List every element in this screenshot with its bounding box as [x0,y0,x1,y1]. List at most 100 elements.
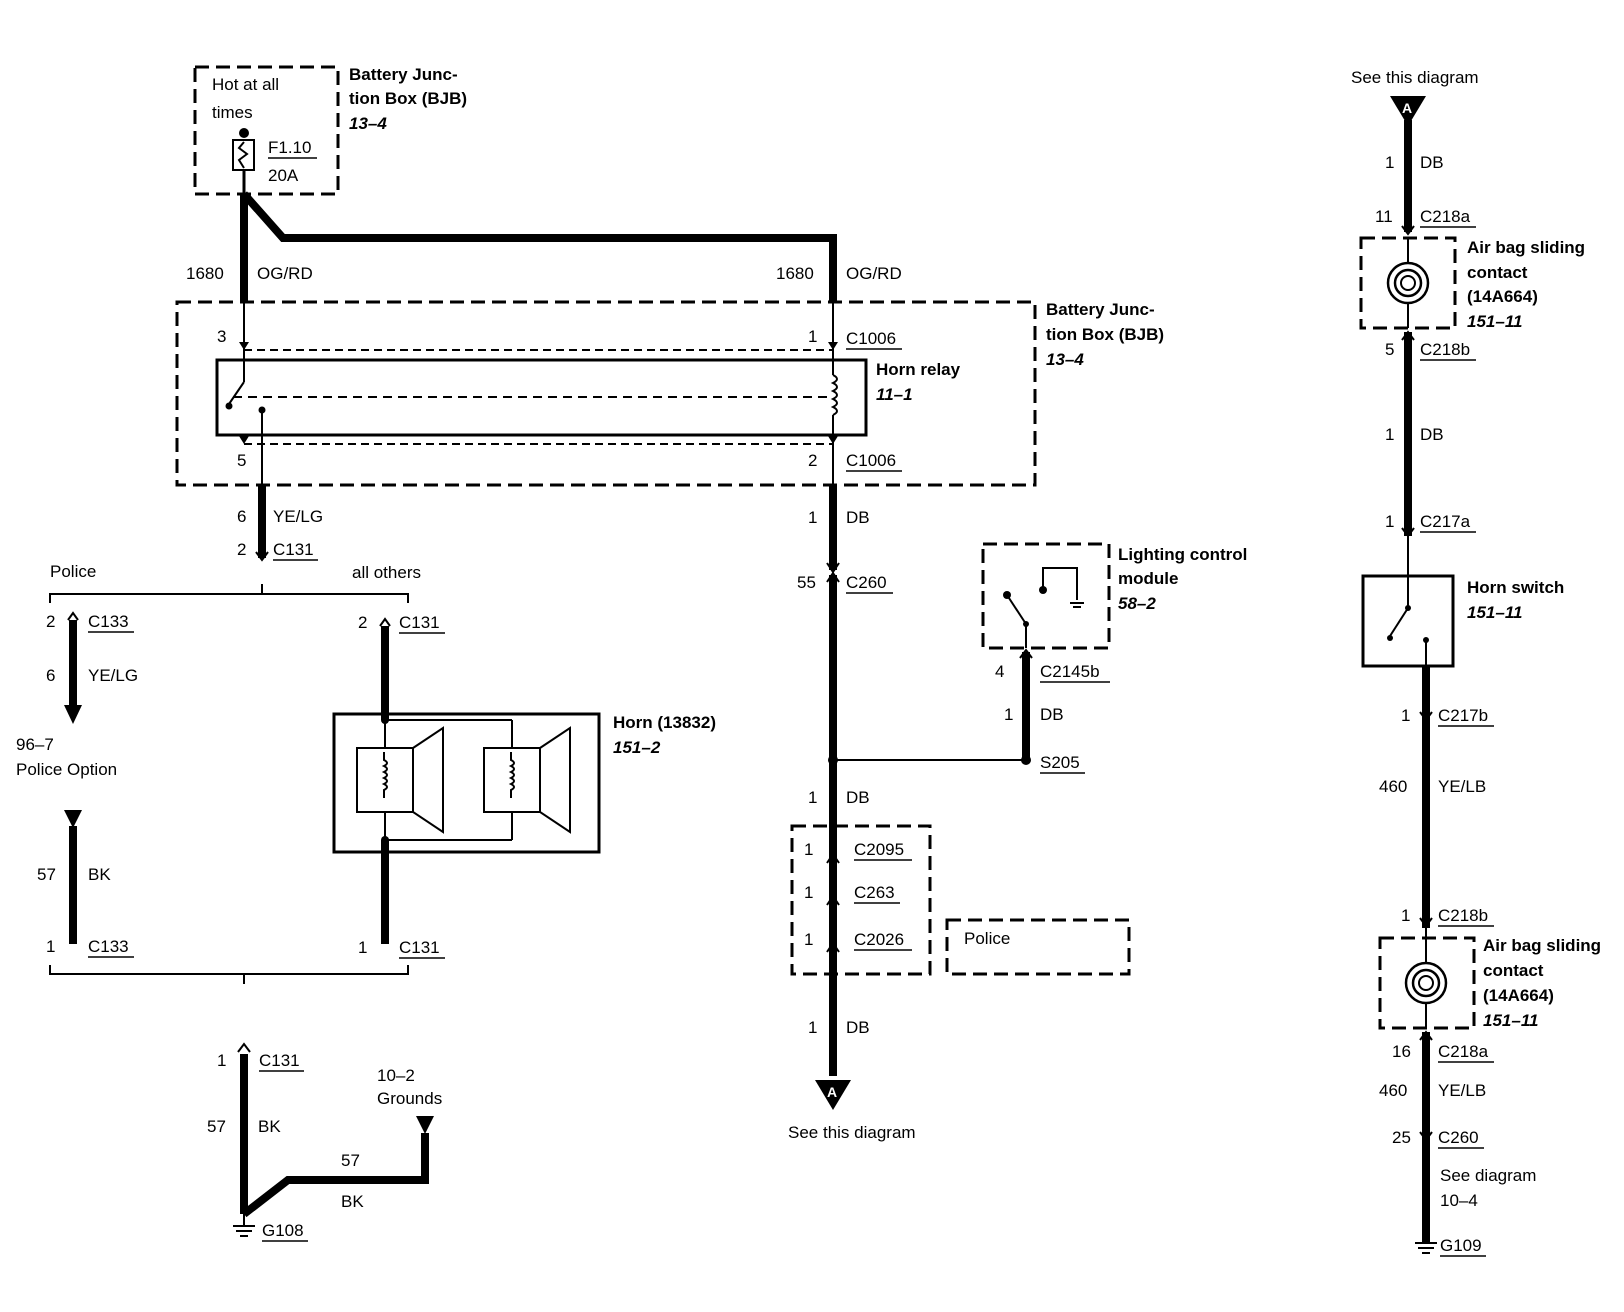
airbag-top-ref: 151–11 [1467,312,1522,331]
connector-c1006-top: C1006 [846,329,896,348]
airbag-top-title-1: Air bag sliding [1467,238,1585,257]
connector-c2145b: C2145b [1040,662,1100,681]
pin-1-c2095: 1 [804,840,813,859]
connector-c217a: C217a [1420,512,1471,531]
arrow-a-bottom: A [827,1084,837,1100]
connector-c2095: C2095 [854,840,904,859]
times-label: times [212,103,253,122]
circuit-1-db-2: 1 [1004,705,1013,724]
circuit-57-c: 57 [341,1151,360,1170]
circuit-6: 6 [237,507,246,526]
circuit-57: 57 [37,865,56,884]
see-this-diagram-top: See this diagram [1351,68,1479,87]
pin-1-c2026: 1 [804,930,813,949]
horn-enclosure [332,712,601,854]
horn-switch-icon [1387,576,1429,666]
police-option-label: Police Option [16,760,117,779]
pin-1-c217a: 1 [1385,512,1394,531]
connector-c133-b: C133 [88,937,129,956]
color-ogrd-right: OG/RD [846,264,902,283]
pin-11: 11 [1375,207,1393,226]
connector-c218a-b: C218a [1438,1042,1489,1061]
circuit-1-db-5: 1 [1385,153,1394,172]
lcm-switch-icon [1003,567,1084,648]
ground-g109-icon [1415,1242,1437,1254]
bjb-mid-title-1: Battery Junc- [1046,300,1155,319]
color-db-4: DB [846,1018,870,1037]
connector-c260-a: C260 [846,573,887,592]
splice-s205: S205 [1040,753,1080,772]
pin-2-c133: 2 [46,612,55,631]
color-yelg: YE/LG [273,507,323,526]
horn-relay-title: Horn relay [876,360,961,379]
bjb-relay-box [175,300,1037,487]
connector-group-box [790,824,932,976]
connector-c131-b: C131 [399,613,440,632]
pin-1-c1006: 1 [808,327,817,346]
color-bk: BK [88,865,111,884]
connector-c133-a: C133 [88,612,129,631]
see-diagram-label-1: See diagram [1440,1166,1536,1185]
bjb-mid-ref: 13–4 [1046,350,1084,369]
circuit-1-db-4: 1 [808,1018,817,1037]
ground-g108: G108 [262,1221,304,1240]
circuit-460-b: 460 [1379,1081,1407,1100]
color-bk-c: BK [341,1192,364,1211]
airbag-bottom-title-2: contact [1483,961,1544,980]
horn-ref: 151–2 [613,738,661,757]
all-others-label: all others [352,563,421,582]
police-label: Police [50,562,96,581]
bjb-mid-title-2: tion Box (BJB) [1046,325,1164,344]
fuse-amp-label: 20A [268,166,299,185]
pin-55: 55 [797,573,816,592]
color-yelg-police: YE/LG [88,666,138,685]
wire-57-bk-ground [240,1054,429,1218]
pin-1-c217b: 1 [1401,706,1410,725]
color-yelb: YE/LB [1438,777,1486,796]
police-ref: 96–7 [16,735,54,754]
circuit-1680-right: 1680 [776,264,814,283]
connector-c217b: C217b [1438,706,1488,725]
horn-speaker-icon [356,716,571,844]
pin-3: 3 [217,327,226,346]
circuit-1680-left: 1680 [186,264,224,283]
color-db: DB [846,508,870,527]
horn-switch-ref: 151–11 [1467,603,1522,622]
arrow-down-police [64,705,82,724]
airbag-top-title-2: contact [1467,263,1528,282]
airbag-top-title-3: (14A664) [1467,287,1538,306]
pin-16: 16 [1392,1042,1411,1061]
clockspring-top-icon [1386,238,1430,328]
connector-c131-d: C131 [259,1051,300,1070]
see-diagram-label-2: 10–4 [1440,1191,1478,1210]
option-bracket-bottom [49,965,409,984]
pin-5-c218b: 5 [1385,340,1394,359]
connector-c131-c: C131 [399,938,440,957]
arrow-up-police-bk [64,810,82,828]
grounds-label: Grounds [377,1089,442,1108]
fuse-icon [232,128,255,194]
ground-g108-icon [233,1214,255,1237]
pin-1-c131: 1 [358,938,367,957]
arrow-a-bottom-icon [815,1080,851,1110]
bjb-top-title-1: Battery Junc- [349,65,458,84]
grounds-ref: 10–2 [377,1066,415,1085]
arrow-grounds [416,1116,434,1134]
see-this-diagram-bottom: See this diagram [788,1123,916,1142]
bjb-fuse-box [193,65,340,196]
connector-c1006-bottom: C1006 [846,451,896,470]
horn-relay [215,302,868,485]
hot-at-all-label: Hot at all [212,75,279,94]
horn-relay-ref: 11–1 [876,385,913,404]
color-db-5: DB [1420,153,1444,172]
airbag-bottom-title-1: Air bag sliding [1483,936,1601,955]
fuse-id-label: F1.10 [268,138,311,157]
lighting-control-module [981,542,1111,650]
horn-title: Horn (13832) [613,713,716,732]
bjb-top-title-2: tion Box (BJB) [349,89,467,108]
pin-2-c131-b: 2 [358,613,367,632]
connector-c131-a: C131 [273,540,314,559]
pin-5: 5 [237,451,246,470]
connector-c260-b: C260 [1438,1128,1479,1147]
pin-2-c131: 2 [237,540,246,559]
